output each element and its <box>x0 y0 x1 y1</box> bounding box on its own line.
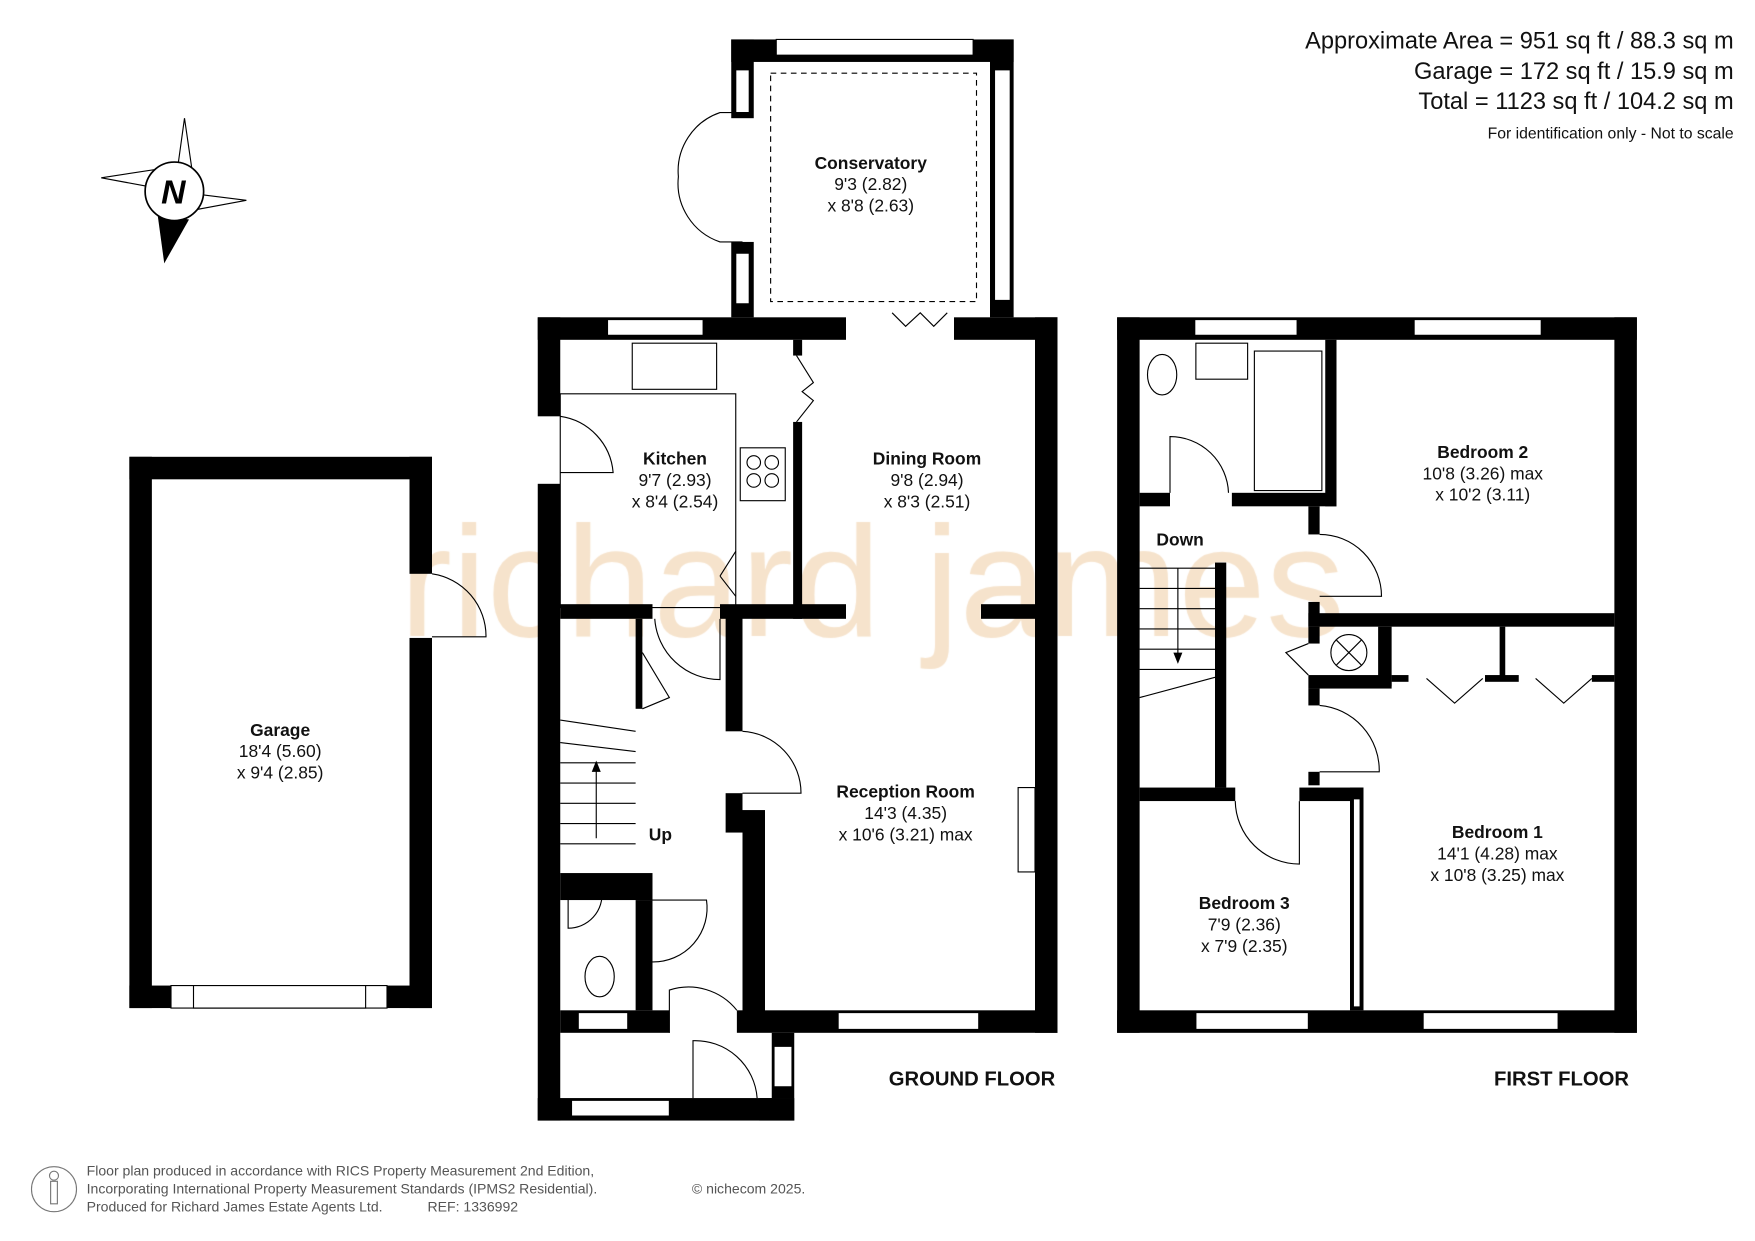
boiler-icon <box>1330 634 1368 672</box>
dining-name: Dining Room <box>873 449 981 469</box>
ground-floor-title: GROUND FLOOR <box>889 1069 1056 1091</box>
ground-stairs-label: Up <box>649 824 672 844</box>
basin-icon <box>567 890 603 929</box>
footer-copyright: © nichecom 2025. <box>692 1181 805 1197</box>
first-stairs-label: Down <box>1156 530 1203 550</box>
scale-note: For identification only - Not to scale <box>1488 125 1734 142</box>
area-summary: Approximate Area = 951 sq ft / 88.3 sq m… <box>1305 28 1734 142</box>
bedroom1-name: Bedroom 1 <box>1452 822 1543 842</box>
conservatory-name: Conservatory <box>815 153 928 173</box>
dining-dim2: x 8'3 (2.51) <box>884 491 971 511</box>
conservatory-dim2: x 8'8 (2.63) <box>827 196 914 216</box>
bedroom3-dim2: x 7'9 (2.35) <box>1201 936 1288 956</box>
bedroom1-dim2: x 10'8 (3.25) max <box>1430 865 1564 885</box>
bath-icon <box>1253 350 1323 492</box>
total-area: Total = 1123 sq ft / 104.2 sq m <box>1418 89 1733 115</box>
garage-area: Garage = 172 sq ft / 15.9 sq m <box>1414 59 1734 85</box>
dining-dim1: 9'8 (2.94) <box>890 470 963 490</box>
approximate-area: Approximate Area = 951 sq ft / 88.3 sq m <box>1305 28 1734 54</box>
footer: Floor plan produced in accordance with R… <box>30 1163 805 1215</box>
first-floor-title: FIRST FLOOR <box>1494 1069 1629 1091</box>
toilet-icon <box>584 955 615 998</box>
compass-north-label: N <box>161 174 186 212</box>
bedroom2-dim1: 10'8 (3.26) max <box>1423 463 1544 483</box>
person-icon <box>30 1166 78 1213</box>
conservatory-dim1: 9'3 (2.82) <box>834 174 907 194</box>
kitchen-name: Kitchen <box>643 449 707 469</box>
bedroom1-dim1: 14'1 (4.28) max <box>1437 844 1558 864</box>
bedroom2-dim2: x 10'2 (3.11) <box>1435 485 1530 505</box>
reception-dim2: x 10'6 (3.21) max <box>839 824 973 844</box>
footer-line1: Floor plan produced in accordance with R… <box>87 1163 595 1179</box>
bedroom3-name: Bedroom 3 <box>1199 893 1290 913</box>
garage-name: Garage <box>250 720 310 740</box>
ground-floor-plan: Up Conservatory 9'3 (2.82) x 8'8 (2.63) … <box>537 38 1058 1121</box>
reception-dim1: 14'3 (4.35) <box>864 803 947 823</box>
hob-icon <box>739 447 786 502</box>
reception-name: Reception Room <box>836 782 974 802</box>
kitchen-dim2: x 8'4 (2.54) <box>632 491 719 511</box>
kitchen-dim1: 9'7 (2.93) <box>638 470 711 490</box>
first-floor-plan: Down Bedroom 2 10'8 (3.26) max x 10'2 (3… <box>1117 317 1637 1091</box>
footer-line3: Produced for Richard James Estate Agents… <box>87 1199 383 1215</box>
sink-icon <box>631 342 718 390</box>
garage-dim2: x 9'4 (2.85) <box>237 763 324 783</box>
toilet-icon <box>1146 353 1178 396</box>
footer-line2: Incorporating International Property Mea… <box>87 1181 598 1197</box>
compass-icon: N <box>101 118 247 264</box>
garage-dim1: 18'4 (5.60) <box>239 741 322 761</box>
basin-icon <box>1195 342 1249 380</box>
footer-ref: REF: 1336992 <box>428 1199 519 1215</box>
garage-plan: Garage 18'4 (5.60) x 9'4 (2.85) <box>129 456 487 1009</box>
bedroom3-dim1: 7'9 (2.36) <box>1208 914 1281 934</box>
bedroom2-name: Bedroom 2 <box>1437 442 1528 462</box>
